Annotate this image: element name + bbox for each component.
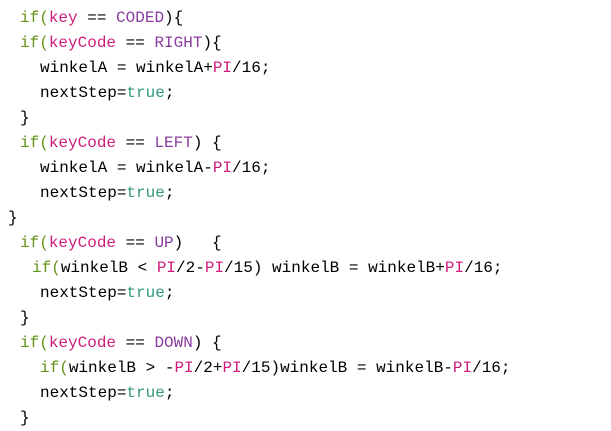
code-token: PI [212, 59, 233, 77]
code-line: if(keyCode == RIGHT){ [0, 31, 611, 56]
code-token: CODED [116, 9, 165, 27]
code-token: ) { [192, 334, 222, 352]
code-token: PI [174, 359, 194, 377]
code-token: /16; [232, 159, 271, 177]
code-token: nextStep= [40, 384, 127, 402]
code-token: /15)winkelB = winkelB- [241, 359, 453, 377]
code-token: == [116, 234, 155, 252]
code-token: true [126, 284, 165, 302]
code-token: ; [164, 284, 175, 302]
code-line: if(winkelB > -PI/2+PI/15)winkelB = winke… [0, 356, 611, 381]
code-token: ) { [173, 234, 222, 252]
code-line: if(keyCode == DOWN) { [0, 331, 611, 356]
code-token: LEFT [154, 134, 193, 152]
code-line: if(keyCode == LEFT) { [0, 131, 611, 156]
code-token: winkelA = winkelA+ [40, 59, 213, 77]
code-token: PI [156, 259, 177, 277]
code-token: if( [20, 334, 49, 352]
code-line: if(key == CODED){ [0, 6, 611, 31]
code-token: nextStep= [40, 284, 127, 302]
code-token: winkelB > - [68, 359, 175, 377]
code-line: if(keyCode == UP) { [0, 231, 611, 256]
code-token: ) { [192, 134, 222, 152]
code-token: winkelB < [60, 259, 157, 277]
code-token: /16; [472, 359, 511, 377]
code-token: winkelA = winkelA- [40, 159, 213, 177]
code-token: } [8, 209, 18, 227]
code-line: nextStep=true; [0, 281, 611, 306]
code-token: == [116, 334, 155, 352]
code-token: keyCode [48, 234, 117, 252]
code-token: if( [20, 9, 49, 27]
code-line: } [0, 106, 611, 131]
code-token: true [126, 384, 165, 402]
code-token: key [48, 9, 78, 27]
code-token: ){ [164, 9, 184, 27]
code-token: true [126, 84, 165, 102]
code-token: keyCode [48, 34, 117, 52]
code-token: ; [164, 184, 175, 202]
code-token: /15) winkelB = winkelB+ [224, 259, 445, 277]
code-token: nextStep= [40, 184, 127, 202]
code-token: keyCode [48, 134, 117, 152]
code-line: } [0, 406, 611, 431]
code-token: if( [40, 359, 69, 377]
code-token: /2+ [193, 359, 223, 377]
code-token: } [20, 309, 30, 327]
code-block: if(key == CODED){if(keyCode == RIGHT){wi… [0, 6, 611, 431]
code-token: PI [222, 359, 242, 377]
code-token: ; [164, 84, 175, 102]
code-line: nextStep=true; [0, 381, 611, 406]
code-token: == [77, 9, 117, 27]
code-token: nextStep= [40, 84, 127, 102]
code-token: PI [444, 259, 465, 277]
code-token: == [116, 34, 155, 52]
code-line: winkelA = winkelA+PI/16; [0, 56, 611, 81]
code-token: if( [20, 34, 49, 52]
code-token: /16; [464, 259, 503, 277]
code-line: nextStep=true; [0, 181, 611, 206]
code-token: RIGHT [154, 34, 203, 52]
code-token: true [126, 184, 165, 202]
code-token: PI [452, 359, 473, 377]
code-token: UP [154, 234, 174, 252]
code-token: if( [20, 134, 49, 152]
code-token: if( [20, 234, 49, 252]
code-token: } [20, 409, 30, 427]
code-token: keyCode [48, 334, 117, 352]
code-line: winkelA = winkelA-PI/16; [0, 156, 611, 181]
code-line: } [0, 206, 611, 231]
code-line: } [0, 306, 611, 331]
code-line: nextStep=true; [0, 81, 611, 106]
code-token: PI [204, 259, 225, 277]
code-line: if(winkelB < PI/2-PI/15) winkelB = winke… [0, 256, 611, 281]
code-token: ){ [202, 34, 222, 52]
code-token: ; [164, 384, 175, 402]
code-token: == [116, 134, 155, 152]
code-token: PI [212, 159, 233, 177]
code-token: DOWN [154, 334, 193, 352]
code-token: /16; [232, 59, 271, 77]
code-token: if( [32, 259, 61, 277]
code-token: } [20, 109, 30, 127]
code-token: /2- [176, 259, 205, 277]
